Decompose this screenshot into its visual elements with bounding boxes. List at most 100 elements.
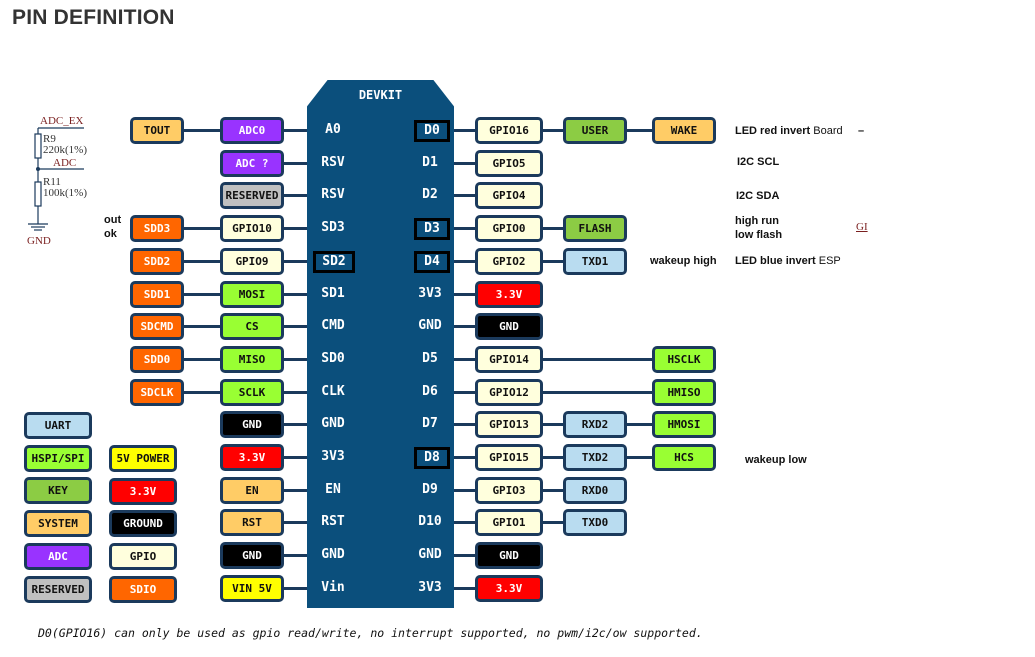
board-pin-right-d4: D4 xyxy=(414,250,450,273)
pin-label-gpio2: GPIO2 xyxy=(475,247,543,275)
note-out: out xyxy=(104,214,122,226)
connector-line xyxy=(181,357,220,361)
pin-label-gpio15: GPIO15 xyxy=(475,444,543,471)
board-pin-left-sd2: SD2 xyxy=(313,250,355,273)
connector-line xyxy=(454,554,475,558)
board-pin-right-3v3: 3V3 xyxy=(418,285,442,301)
note-d8-wakeup: wakeup low xyxy=(745,454,807,466)
connector-line xyxy=(454,423,475,427)
pin-label-txd0: TXD0 xyxy=(563,509,627,537)
pin-label-sdcmd: SDCMD xyxy=(130,313,184,341)
pin-label-3-3v: 3.3V xyxy=(220,444,284,471)
connector-line xyxy=(454,194,475,198)
note-d3-line2: low flash xyxy=(735,229,783,241)
connector-line xyxy=(454,586,475,590)
connector-line xyxy=(283,521,307,525)
board-pin-left-gnd: GND xyxy=(321,547,345,563)
board-pin-right-d2: D2 xyxy=(422,187,438,203)
board-title: DEVKIT xyxy=(358,88,403,102)
pin-label-rxd2: RXD2 xyxy=(563,411,627,439)
schematic-adc-ex-label: ADC_EX xyxy=(40,115,84,127)
note-ok: ok xyxy=(104,228,117,240)
connector-line xyxy=(543,423,563,427)
pin-label-gnd: GND xyxy=(220,542,284,570)
pin-label-gpio4: GPIO4 xyxy=(475,182,543,210)
pin-label-cs: CS xyxy=(220,313,284,341)
pin-label-wake: WAKE xyxy=(652,117,716,144)
note-d0-bold: LED red invert xyxy=(735,125,811,137)
pin-label-mosi: MOSI xyxy=(220,280,284,308)
schematic-r9-label: R9 xyxy=(43,133,56,145)
devkit-board xyxy=(307,80,454,608)
pin-label-hsclk: HSCLK xyxy=(652,345,716,373)
pin-label-sdclk: SDCLK xyxy=(130,378,184,406)
schematic-r11-value: 100k(1%) xyxy=(43,187,87,199)
board-pin-left-rsv: RSV xyxy=(321,187,345,203)
pin-label-sdd2: SDD2 xyxy=(130,247,184,275)
connector-line xyxy=(454,456,475,459)
board-pin-right-d0: D0 xyxy=(414,120,450,142)
board-pin-left-vin: Vin xyxy=(321,579,345,595)
pin-label-3-3v: 3.3V xyxy=(475,574,543,602)
note-d0-dash: – xyxy=(858,125,865,137)
pin-label-sclk: SCLK xyxy=(220,378,284,406)
pin-label-txd2: TXD2 xyxy=(563,444,627,471)
connector-line xyxy=(454,227,475,231)
connector-line xyxy=(283,227,307,231)
board-pin-right-d10: D10 xyxy=(418,514,442,530)
legend-hspi-spi: HSPI/SPI xyxy=(24,444,92,472)
pin-label-rst: RST xyxy=(220,509,284,537)
adc-divider-schematic xyxy=(28,127,84,231)
board-pin-left-sd3: SD3 xyxy=(321,220,345,236)
note-d4-wakeup: wakeup high xyxy=(650,255,717,267)
pin-label-gpio16: GPIO16 xyxy=(475,117,543,144)
pin-label-flash: FLASH xyxy=(563,215,627,243)
note-d3-link[interactable]: GI xyxy=(856,221,868,233)
legend-5v-power: 5V POWER xyxy=(109,445,177,472)
legend-system: SYSTEM xyxy=(24,510,92,538)
pin-label-en: EN xyxy=(220,476,284,504)
pin-label-hcs: HCS xyxy=(652,444,716,471)
connector-line xyxy=(543,357,652,361)
connector-line xyxy=(283,456,307,459)
connector-line xyxy=(181,325,220,329)
board-pin-left-sd0: SD0 xyxy=(321,350,345,366)
connector-line xyxy=(543,390,652,394)
pin-label-miso: MISO xyxy=(220,345,284,373)
pin-label-gpio13: GPIO13 xyxy=(475,411,543,439)
board-pin-right-d3: D3 xyxy=(414,218,450,241)
pin-label-sdd1: SDD1 xyxy=(130,280,184,308)
board-pin-right-gnd: GND xyxy=(418,318,442,334)
note-d4-bold: LED blue invert xyxy=(735,255,816,267)
note-d0: LED red invert Board xyxy=(735,125,843,137)
connector-line xyxy=(627,129,652,132)
connector-line xyxy=(181,259,220,263)
connector-line xyxy=(283,292,307,296)
board-pin-left-rsv: RSV xyxy=(321,154,345,170)
board-pin-left-en: EN xyxy=(325,481,341,497)
board-pin-right-d6: D6 xyxy=(422,383,438,399)
connector-line xyxy=(454,390,475,394)
note-d1: I2C SCL xyxy=(737,156,780,168)
connector-line xyxy=(543,456,563,459)
connector-line xyxy=(543,488,563,492)
connector-line xyxy=(454,129,475,132)
schematic-r9-value: 220k(1%) xyxy=(43,144,87,156)
pin-label-sdd3: SDD3 xyxy=(130,215,184,243)
connector-line xyxy=(283,488,307,492)
legend-ground: GROUND xyxy=(109,510,177,538)
pin-label-gpio1: GPIO1 xyxy=(475,509,543,537)
connector-line xyxy=(454,488,475,492)
connector-line xyxy=(454,292,475,296)
board-pin-left-rst: RST xyxy=(321,514,345,530)
r11-resistor xyxy=(34,181,42,207)
page-title: PIN DEFINITION xyxy=(12,6,175,29)
note-d4: LED blue invert ESP xyxy=(735,255,841,267)
pin-label-gpio10: GPIO10 xyxy=(220,215,284,243)
legend-sdio: SDIO xyxy=(109,575,177,603)
pin-label-3-3v: 3.3V xyxy=(475,280,543,308)
pin-label-gnd: GND xyxy=(220,411,284,439)
connector-line xyxy=(283,194,307,198)
pin-label-gpio0: GPIO0 xyxy=(475,215,543,243)
